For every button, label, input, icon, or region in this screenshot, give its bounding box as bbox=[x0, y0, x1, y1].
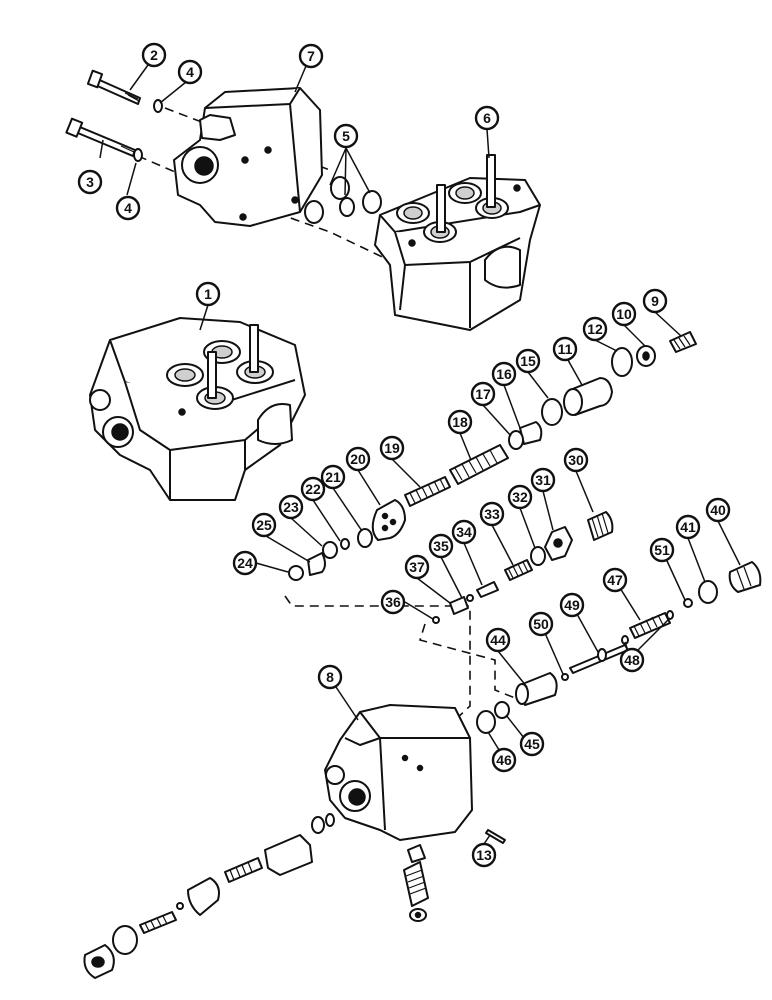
svg-text:46: 46 bbox=[496, 752, 512, 768]
cover-housing-7 bbox=[173, 87, 323, 227]
callout-11: 11 bbox=[552, 336, 578, 362]
svg-text:21: 21 bbox=[325, 469, 341, 485]
callout-51: 51 bbox=[649, 537, 675, 563]
svg-text:3: 3 bbox=[86, 174, 94, 190]
svg-text:9: 9 bbox=[651, 293, 659, 309]
svg-text:17: 17 bbox=[475, 386, 491, 402]
svg-text:48: 48 bbox=[624, 652, 640, 668]
callout-18: 18 bbox=[447, 409, 473, 435]
svg-text:15: 15 bbox=[520, 353, 536, 369]
callout-1: 1 bbox=[195, 281, 221, 307]
svg-text:49: 49 bbox=[564, 597, 580, 613]
callout-4-lower: 4 bbox=[115, 195, 141, 221]
callout-20: 20 bbox=[345, 446, 371, 472]
parts-row-middle bbox=[432, 511, 614, 624]
callout-49: 49 bbox=[559, 592, 585, 618]
svg-text:4: 4 bbox=[124, 200, 132, 216]
callout-50: 50 bbox=[528, 611, 554, 637]
callout-48: 48 bbox=[619, 647, 645, 673]
callout-2: 2 bbox=[141, 42, 167, 68]
valve-body-6 bbox=[374, 154, 541, 331]
svg-text:50: 50 bbox=[533, 616, 549, 632]
callout-24: 24 bbox=[232, 550, 258, 576]
callout-35: 35 bbox=[428, 533, 454, 559]
callout-46: 46 bbox=[491, 747, 517, 773]
svg-text:13: 13 bbox=[476, 847, 492, 863]
svg-text:32: 32 bbox=[512, 489, 528, 505]
svg-text:23: 23 bbox=[283, 499, 299, 515]
parts-row-spool bbox=[288, 476, 451, 581]
svg-text:16: 16 bbox=[496, 366, 512, 382]
svg-text:18: 18 bbox=[452, 414, 468, 430]
callout-4-upper: 4 bbox=[177, 59, 203, 85]
valve-body-8 bbox=[324, 704, 506, 844]
callout-10: 10 bbox=[611, 301, 637, 327]
callout-21: 21 bbox=[320, 464, 346, 490]
callout-22: 22 bbox=[300, 476, 326, 502]
svg-text:11: 11 bbox=[558, 341, 573, 357]
svg-text:20: 20 bbox=[350, 451, 366, 467]
lower-spool-assembly bbox=[83, 813, 429, 979]
callout-6: 6 bbox=[474, 105, 500, 131]
svg-text:45: 45 bbox=[524, 736, 540, 752]
callout-5: 5 bbox=[333, 123, 359, 149]
callout-32: 32 bbox=[507, 484, 533, 510]
callout-9: 9 bbox=[642, 288, 668, 314]
callout-3: 3 bbox=[77, 169, 103, 195]
callout-37: 37 bbox=[404, 554, 430, 580]
parts-row-upper bbox=[449, 331, 697, 485]
callout-36: 36 bbox=[380, 589, 406, 615]
callout-23: 23 bbox=[278, 494, 304, 520]
callout-40: 40 bbox=[705, 497, 731, 523]
callout-16: 16 bbox=[491, 361, 517, 387]
svg-text:24: 24 bbox=[237, 555, 253, 571]
svg-text:36: 36 bbox=[385, 594, 401, 610]
callout-7: 7 bbox=[298, 43, 324, 69]
callouts: 1 2 3 4 4 5 6 7 8 9 10 11 12 13 15 16 17… bbox=[77, 42, 731, 868]
callout-13: 13 bbox=[471, 842, 497, 868]
callout-17: 17 bbox=[470, 381, 496, 407]
svg-text:10: 10 bbox=[616, 306, 632, 322]
callout-44: 44 bbox=[485, 627, 511, 653]
svg-text:1: 1 bbox=[204, 286, 212, 302]
valve-body-1 bbox=[89, 317, 306, 501]
svg-text:37: 37 bbox=[409, 559, 425, 575]
callout-34: 34 bbox=[451, 519, 477, 545]
svg-text:34: 34 bbox=[456, 524, 472, 540]
svg-text:12: 12 bbox=[587, 321, 603, 337]
callout-15: 15 bbox=[515, 348, 541, 374]
callout-33: 33 bbox=[479, 501, 505, 527]
callout-19: 19 bbox=[379, 435, 405, 461]
svg-text:51: 51 bbox=[654, 542, 670, 558]
callout-25: 25 bbox=[251, 512, 277, 538]
callout-8: 8 bbox=[317, 664, 343, 690]
svg-text:30: 30 bbox=[568, 452, 584, 468]
svg-text:8: 8 bbox=[326, 669, 334, 685]
callout-47: 47 bbox=[602, 567, 628, 593]
svg-text:25: 25 bbox=[256, 517, 272, 533]
svg-text:4: 4 bbox=[186, 64, 194, 80]
callout-30: 30 bbox=[563, 447, 589, 473]
svg-text:5: 5 bbox=[342, 128, 350, 144]
svg-text:19: 19 bbox=[384, 440, 400, 456]
callout-31: 31 bbox=[530, 467, 556, 493]
svg-text:31: 31 bbox=[535, 472, 551, 488]
callout-45: 45 bbox=[519, 731, 545, 757]
svg-text:35: 35 bbox=[433, 538, 449, 554]
svg-text:33: 33 bbox=[484, 506, 500, 522]
svg-text:41: 41 bbox=[680, 519, 696, 535]
svg-text:6: 6 bbox=[483, 110, 491, 126]
svg-text:22: 22 bbox=[305, 481, 321, 497]
svg-text:2: 2 bbox=[150, 47, 158, 63]
svg-text:47: 47 bbox=[607, 572, 623, 588]
svg-text:44: 44 bbox=[490, 632, 506, 648]
leader-lines bbox=[99, 64, 741, 845]
callout-12: 12 bbox=[582, 316, 608, 342]
svg-text:40: 40 bbox=[710, 502, 726, 518]
parts-row-lower bbox=[476, 561, 762, 734]
svg-text:7: 7 bbox=[307, 48, 315, 64]
bolts-and-washers bbox=[65, 69, 163, 162]
callout-41: 41 bbox=[675, 514, 701, 540]
